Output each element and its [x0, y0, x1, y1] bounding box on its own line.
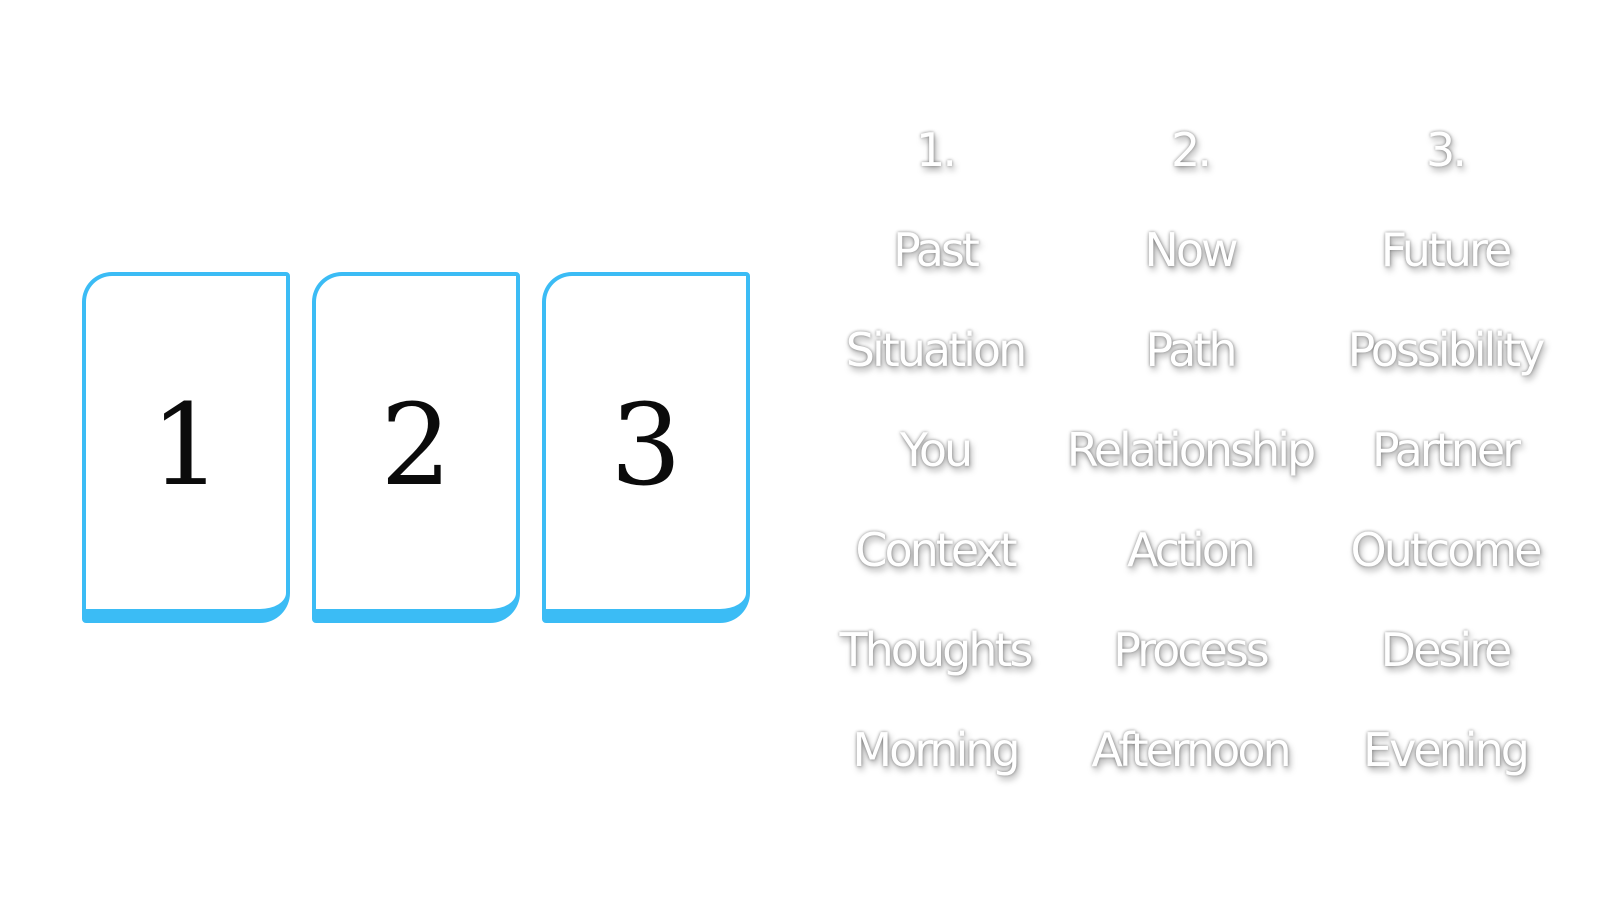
table-cell: Relationship	[1066, 423, 1316, 477]
table-row: Thoughts Process Desire	[810, 600, 1580, 700]
table-cell: Evening	[1363, 723, 1530, 777]
table-cell: You	[899, 423, 973, 477]
table-cell: Thoughts	[839, 623, 1034, 677]
table-cell: Desire	[1380, 623, 1513, 677]
table-cell: Future	[1380, 223, 1513, 277]
header-cell-3: 3.	[1426, 123, 1467, 177]
card-number: 3	[610, 380, 682, 511]
header-cell-2: 2.	[1171, 123, 1212, 177]
table-cell: Outcome	[1350, 523, 1543, 577]
table-cell: Path	[1145, 323, 1237, 377]
card-3[interactable]: 3	[542, 272, 750, 623]
table-cell: Situation	[845, 323, 1027, 377]
table-cell: Now	[1144, 223, 1238, 277]
table-cell: Past	[893, 223, 980, 277]
table-cell: Partner	[1371, 423, 1521, 477]
card-2[interactable]: 2	[312, 272, 520, 623]
card-1[interactable]: 1	[82, 272, 290, 623]
table-cell: Action	[1126, 523, 1256, 577]
table-cell: Context	[855, 523, 1017, 577]
table-cell: Process	[1113, 623, 1270, 677]
table-row: Context Action Outcome	[810, 500, 1580, 600]
card-number: 2	[380, 380, 452, 511]
table-cell: Morning	[852, 723, 1020, 777]
table-row: Morning Afternoon Evening	[810, 700, 1580, 800]
card-spread: 1 2 3	[82, 272, 762, 632]
table-header-row: 1. 2. 3.	[810, 100, 1580, 200]
header-cell-1: 1.	[916, 123, 957, 177]
table-row: You Relationship Partner	[810, 400, 1580, 500]
table-cell: Afternoon	[1091, 723, 1291, 777]
position-meanings-table: 1. 2. 3. Past Now Future Situation Path …	[810, 100, 1580, 820]
card-number: 1	[150, 380, 222, 511]
table-cell: Possibility	[1347, 323, 1546, 377]
table-row: Situation Path Possibility	[810, 300, 1580, 400]
table-row: Past Now Future	[810, 200, 1580, 300]
